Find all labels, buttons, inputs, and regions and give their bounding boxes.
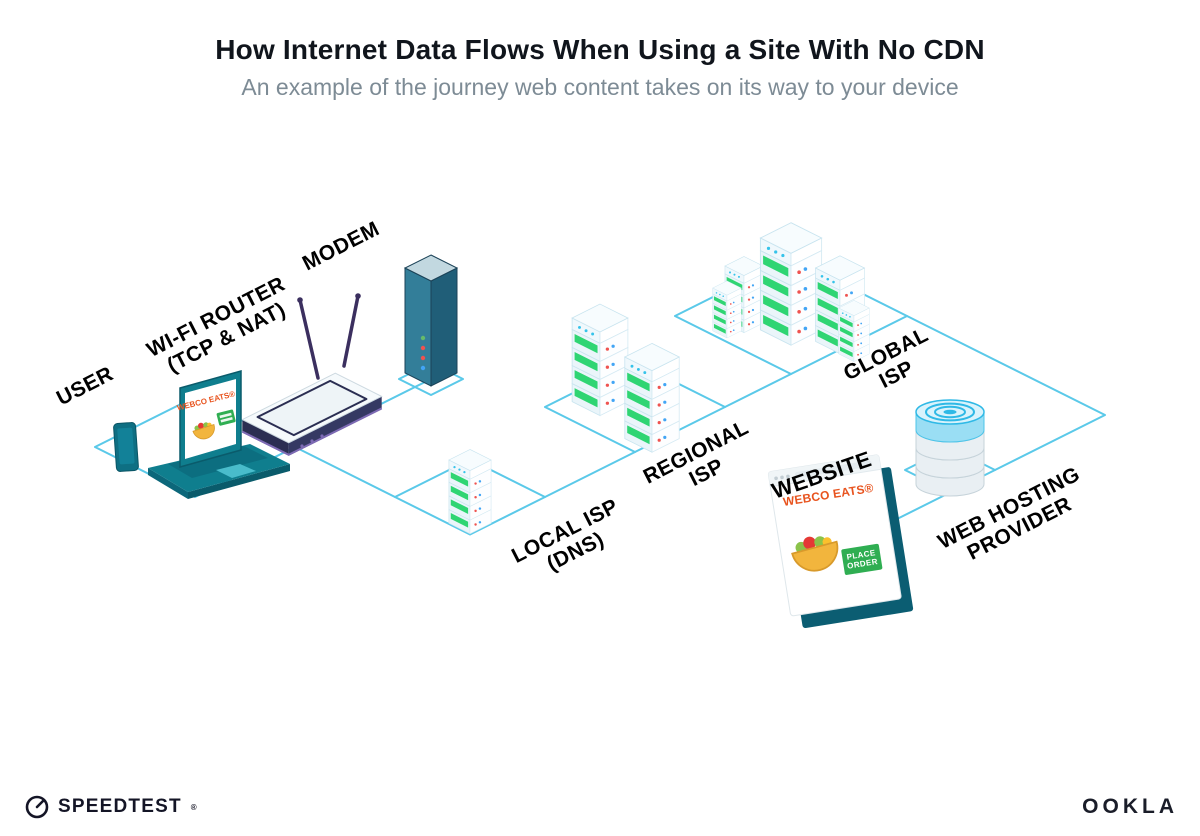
browser-dot (780, 475, 784, 480)
server-tower (571, 303, 629, 416)
server-tower (759, 222, 823, 346)
modem-led-red2 (420, 355, 426, 361)
connector-regionalisp-globalisp (724, 373, 792, 408)
browser-address-bar (794, 460, 872, 478)
regional-isp-servers (571, 303, 680, 453)
global-isp-servers (712, 222, 870, 362)
page-title: How Internet Data Flows When Using a Sit… (215, 34, 985, 65)
svg-text:MODEM: MODEM (299, 217, 383, 275)
platform-local-isp (394, 458, 546, 536)
label-wifi-router: WI-FI ROUTER (TCP & NAT) (143, 273, 289, 378)
header: How Internet Data Flows When Using a Sit… (0, 34, 1200, 101)
speedtest-reg-mark: ® (190, 802, 198, 812)
modem-led-green (420, 335, 426, 341)
server-tower (624, 342, 680, 453)
local-isp-server (448, 449, 492, 535)
connector-localisp-regionalisp (544, 451, 636, 498)
modem-led-blue (420, 365, 426, 371)
modem-device (403, 254, 459, 387)
web-hosting-database (915, 399, 985, 497)
server-tower (712, 280, 742, 339)
footer: SPEEDTEST ® OOKLA (24, 794, 1178, 820)
ookla-wordmark: OOKLA (1082, 795, 1178, 818)
place-order-button: PLACE ORDER (841, 543, 883, 575)
speedtest-logo: SPEEDTEST ® (24, 794, 198, 820)
router-antenna-left (298, 298, 320, 380)
wifi-router-device (241, 293, 383, 456)
connector-globalisp-hosting (906, 315, 1106, 471)
user-laptop: WEBCO EATS® (148, 370, 290, 499)
page-subtitle: An example of the journey web content ta… (241, 74, 959, 100)
user-phone (113, 422, 139, 472)
website-browser: WEBCO EATS® PLACE ORDER (767, 454, 914, 629)
modem-led-red1 (420, 345, 426, 351)
browser-dot (786, 474, 790, 479)
ookla-logo: OOKLA (1082, 795, 1178, 819)
label-user: USER (53, 362, 117, 410)
server-tower (448, 449, 492, 535)
speedtest-gauge-icon (25, 795, 49, 819)
connector-user-localisp (294, 446, 396, 498)
speedtest-wordmark: SPEEDTEST (58, 796, 182, 817)
router-antenna-right (342, 294, 360, 368)
label-modem: MODEM (299, 217, 383, 275)
label-local-isp: LOCAL ISP (DNS) (508, 495, 622, 576)
browser-dot (774, 476, 778, 481)
svg-text:USER: USER (53, 362, 117, 410)
